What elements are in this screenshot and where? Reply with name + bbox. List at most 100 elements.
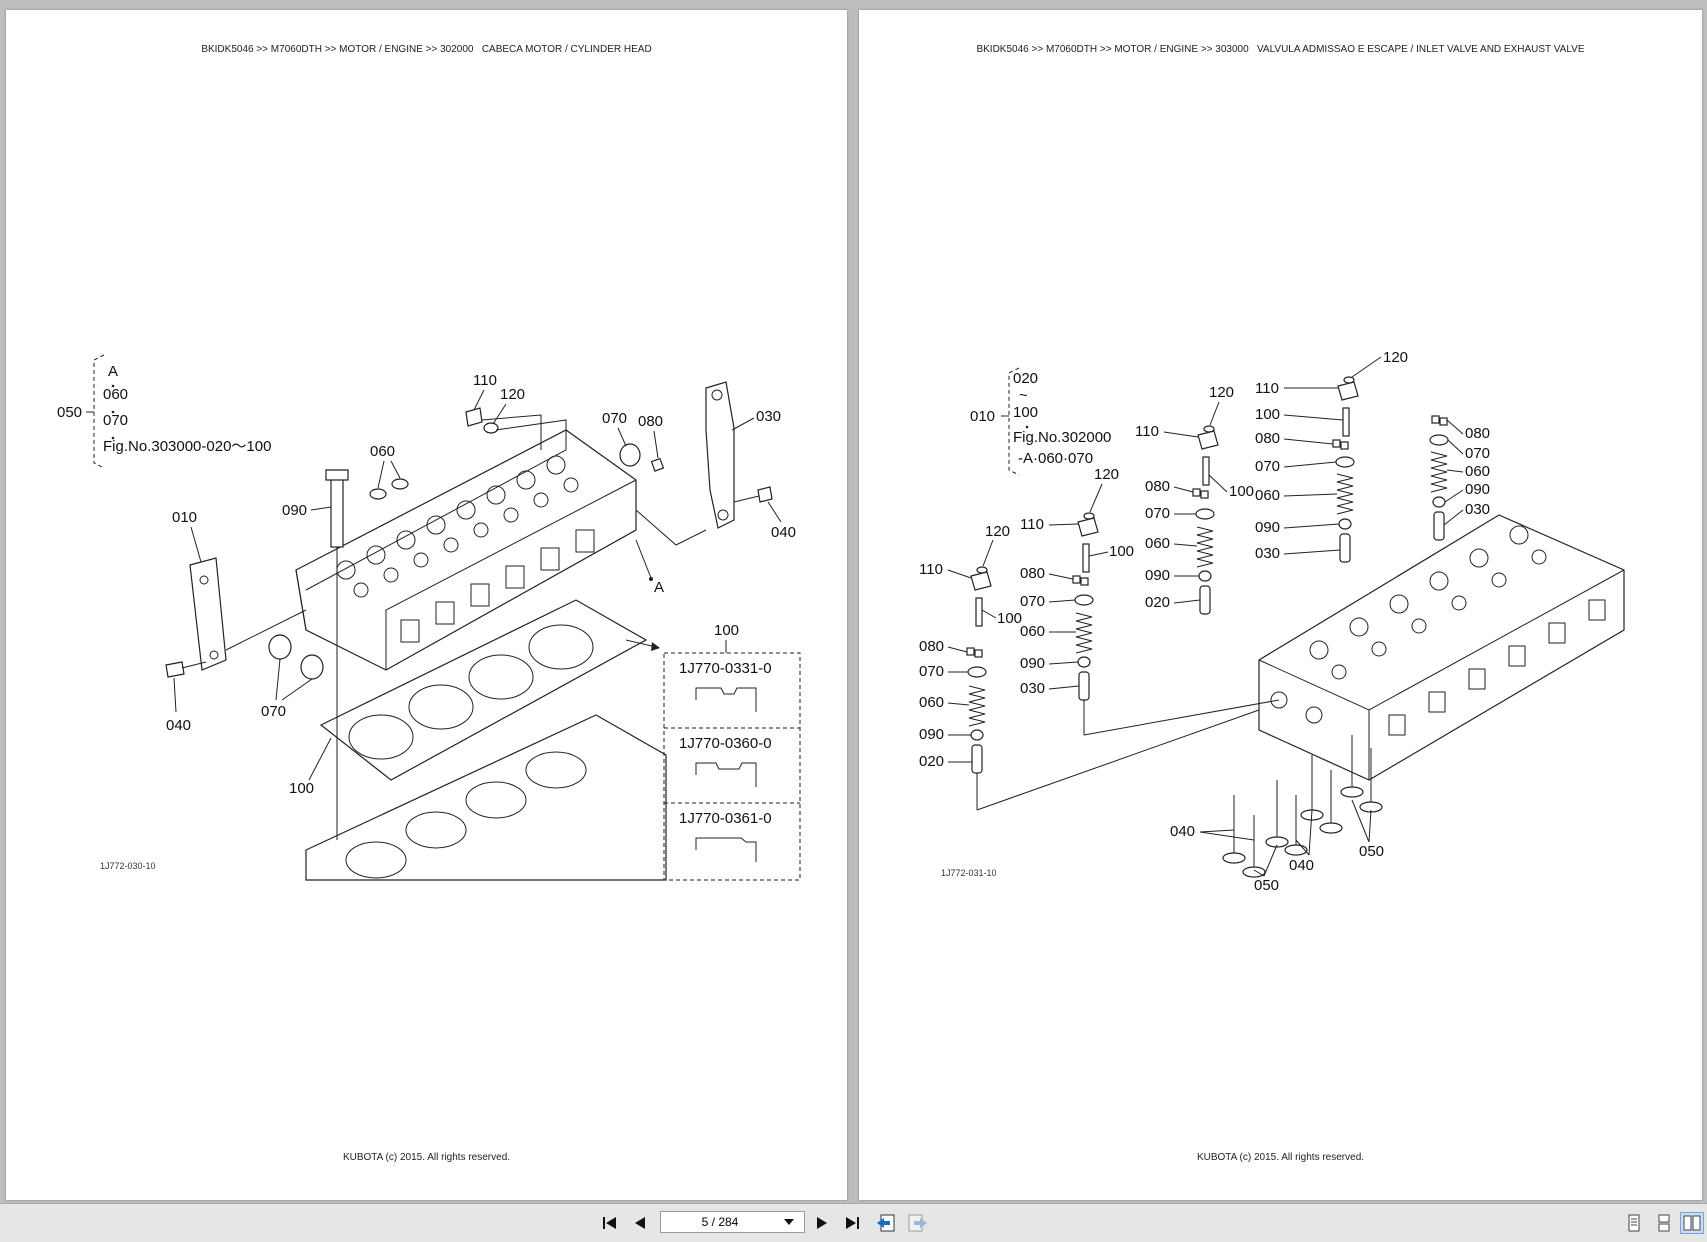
viewer-toolbar	[0, 1203, 1707, 1242]
callout-040-right: 040	[1289, 857, 1314, 874]
callout-050: 050	[57, 404, 82, 421]
stack2-callout-080: 080	[1020, 565, 1045, 582]
stack2-callout-110: 110	[1020, 516, 1044, 533]
ref-callout-010: 010	[970, 408, 995, 425]
stack4r-callout-030: 030	[1465, 501, 1490, 518]
ref-100: 100	[1013, 404, 1038, 421]
callout-010: 010	[172, 509, 197, 526]
page-header: BKIDK5046 >> M7060DTH >> MOTOR / ENGINE …	[201, 44, 652, 55]
callout-070-top: 070	[602, 410, 627, 427]
stack1-callout-120: 120	[985, 523, 1010, 540]
ref-a: A	[108, 363, 118, 380]
stack3-callout-120: 120	[1209, 384, 1234, 401]
stack2-callout-030: 030	[1020, 680, 1045, 697]
stack4-callout-120: 120	[1383, 349, 1408, 366]
continuous-page-icon	[1658, 1214, 1670, 1232]
stack4r-callout-080: 080	[1465, 425, 1490, 442]
page-dropdown-button[interactable]	[779, 1212, 799, 1232]
valve-stack-1	[966, 566, 992, 810]
go-back-button[interactable]	[874, 1212, 898, 1234]
stack1-callout-090: 090	[919, 726, 944, 743]
stack3-callout-080: 080	[1145, 478, 1170, 495]
pdf-page-left: BKIDK5046 >> M7060DTH >> MOTOR / ENGINE …	[6, 10, 847, 1200]
callout-060: 060	[370, 443, 395, 460]
callout-040-left: 040	[1170, 823, 1195, 840]
last-page-icon	[846, 1217, 859, 1229]
stack3-callout-110: 110	[1135, 423, 1159, 440]
stack3-callout-070: 070	[1145, 505, 1170, 522]
stack2-callout-120: 120	[1094, 466, 1119, 483]
valve-stems	[1222, 735, 1383, 878]
stack3-callout-020: 020	[1145, 594, 1170, 611]
stack3-callout-090: 090	[1145, 567, 1170, 584]
ref-fig: Fig.No.302000	[1013, 429, 1111, 446]
ref-020: 020	[1013, 370, 1038, 387]
next-page-icon	[817, 1217, 827, 1229]
stack4-callout-100: 100	[1255, 406, 1280, 423]
callout-050-right: 050	[1359, 843, 1384, 860]
callout-100-box: 100	[714, 622, 739, 639]
chevron-down-icon	[784, 1219, 794, 1225]
stack1-callout-080: 080	[919, 638, 944, 655]
stack1-callout-020: 020	[919, 753, 944, 770]
single-page-icon	[1628, 1214, 1640, 1232]
go-forward-button[interactable]	[906, 1212, 930, 1234]
continuous-view-button[interactable]	[1652, 1212, 1676, 1234]
page-number-input[interactable]	[661, 1213, 779, 1231]
stack2-callout-100: 100	[1109, 543, 1134, 560]
stack3-callout-100: 100	[1229, 483, 1254, 500]
next-page-button[interactable]	[810, 1212, 834, 1234]
go-forward-icon	[908, 1214, 927, 1232]
previous-page-button[interactable]	[628, 1212, 652, 1234]
ref-tilde: ~	[1019, 387, 1028, 404]
stack2-callout-090: 090	[1020, 655, 1045, 672]
pdf-page-right: BKIDK5046 >> M7060DTH >> MOTOR / ENGINE …	[859, 10, 1702, 1200]
ref-a-060-070: -A·060·070	[1018, 450, 1093, 467]
first-page-button[interactable]	[598, 1212, 622, 1234]
stack4-callout-090: 090	[1255, 519, 1280, 536]
callout-a: A	[654, 579, 664, 596]
valve-assembly-diagram: 010 020 ~ 100 Fig.No.302000 -A·060·070	[919, 349, 1625, 894]
stack4r-callout-070: 070	[1465, 445, 1490, 462]
single-page-view-button[interactable]	[1622, 1212, 1646, 1234]
stack4-callout-080: 080	[1255, 430, 1280, 447]
stack4-callout-030: 030	[1255, 545, 1280, 562]
page-footer: KUBOTA (c) 2015. All rights reserved.	[342, 1152, 511, 1163]
page-number-field[interactable]	[660, 1211, 805, 1233]
previous-page-icon	[635, 1217, 645, 1229]
stack4-callout-070: 070	[1255, 458, 1280, 475]
callout-030: 030	[756, 408, 781, 425]
ref-060: 060	[103, 386, 128, 403]
callout-050-bottom: 050	[1254, 877, 1279, 894]
ref-070: 070	[103, 412, 128, 429]
ref-fig: Fig.No.303000-020～100	[103, 438, 271, 455]
callout-070-bottom: 070	[261, 703, 286, 720]
valve-stack-4	[1332, 376, 1449, 563]
first-page-icon	[603, 1217, 616, 1229]
cylinder-head-diagram: 050 A 060 070 Fig.No.303000-020～100	[57, 354, 801, 881]
stack1-callout-060: 060	[919, 694, 944, 711]
page-header: BKIDK5046 >> M7060DTH >> MOTOR / ENGINE …	[976, 44, 1585, 55]
callout-120: 120	[500, 386, 525, 403]
stack1-callout-110: 110	[919, 561, 943, 578]
two-page-icon	[1683, 1215, 1701, 1231]
callout-090: 090	[282, 502, 307, 519]
callout-040-left: 040	[166, 717, 191, 734]
two-page-view-button[interactable]	[1680, 1212, 1704, 1234]
stack4-callout-110: 110	[1255, 380, 1279, 397]
last-page-button[interactable]	[840, 1212, 864, 1234]
gasket-option-2: 1J770-0360-0	[679, 735, 772, 752]
stack3-callout-060: 060	[1145, 535, 1170, 552]
figure-code: 1J772-030-10	[100, 861, 156, 871]
callout-080: 080	[638, 413, 663, 430]
stack2-callout-070: 070	[1020, 593, 1045, 610]
stack1-callout-100: 100	[997, 610, 1022, 627]
stack4r-callout-060: 060	[1465, 463, 1490, 480]
gasket-option-1: 1J770-0331-0	[679, 660, 772, 677]
valve-stack-3	[1192, 425, 1219, 615]
stack2-callout-060: 060	[1020, 623, 1045, 640]
callout-040-right: 040	[771, 524, 796, 541]
stack1-callout-070: 070	[919, 663, 944, 680]
document-viewport[interactable]: BKIDK5046 >> M7060DTH >> MOTOR / ENGINE …	[0, 0, 1707, 1203]
callout-110: 110	[473, 372, 497, 389]
